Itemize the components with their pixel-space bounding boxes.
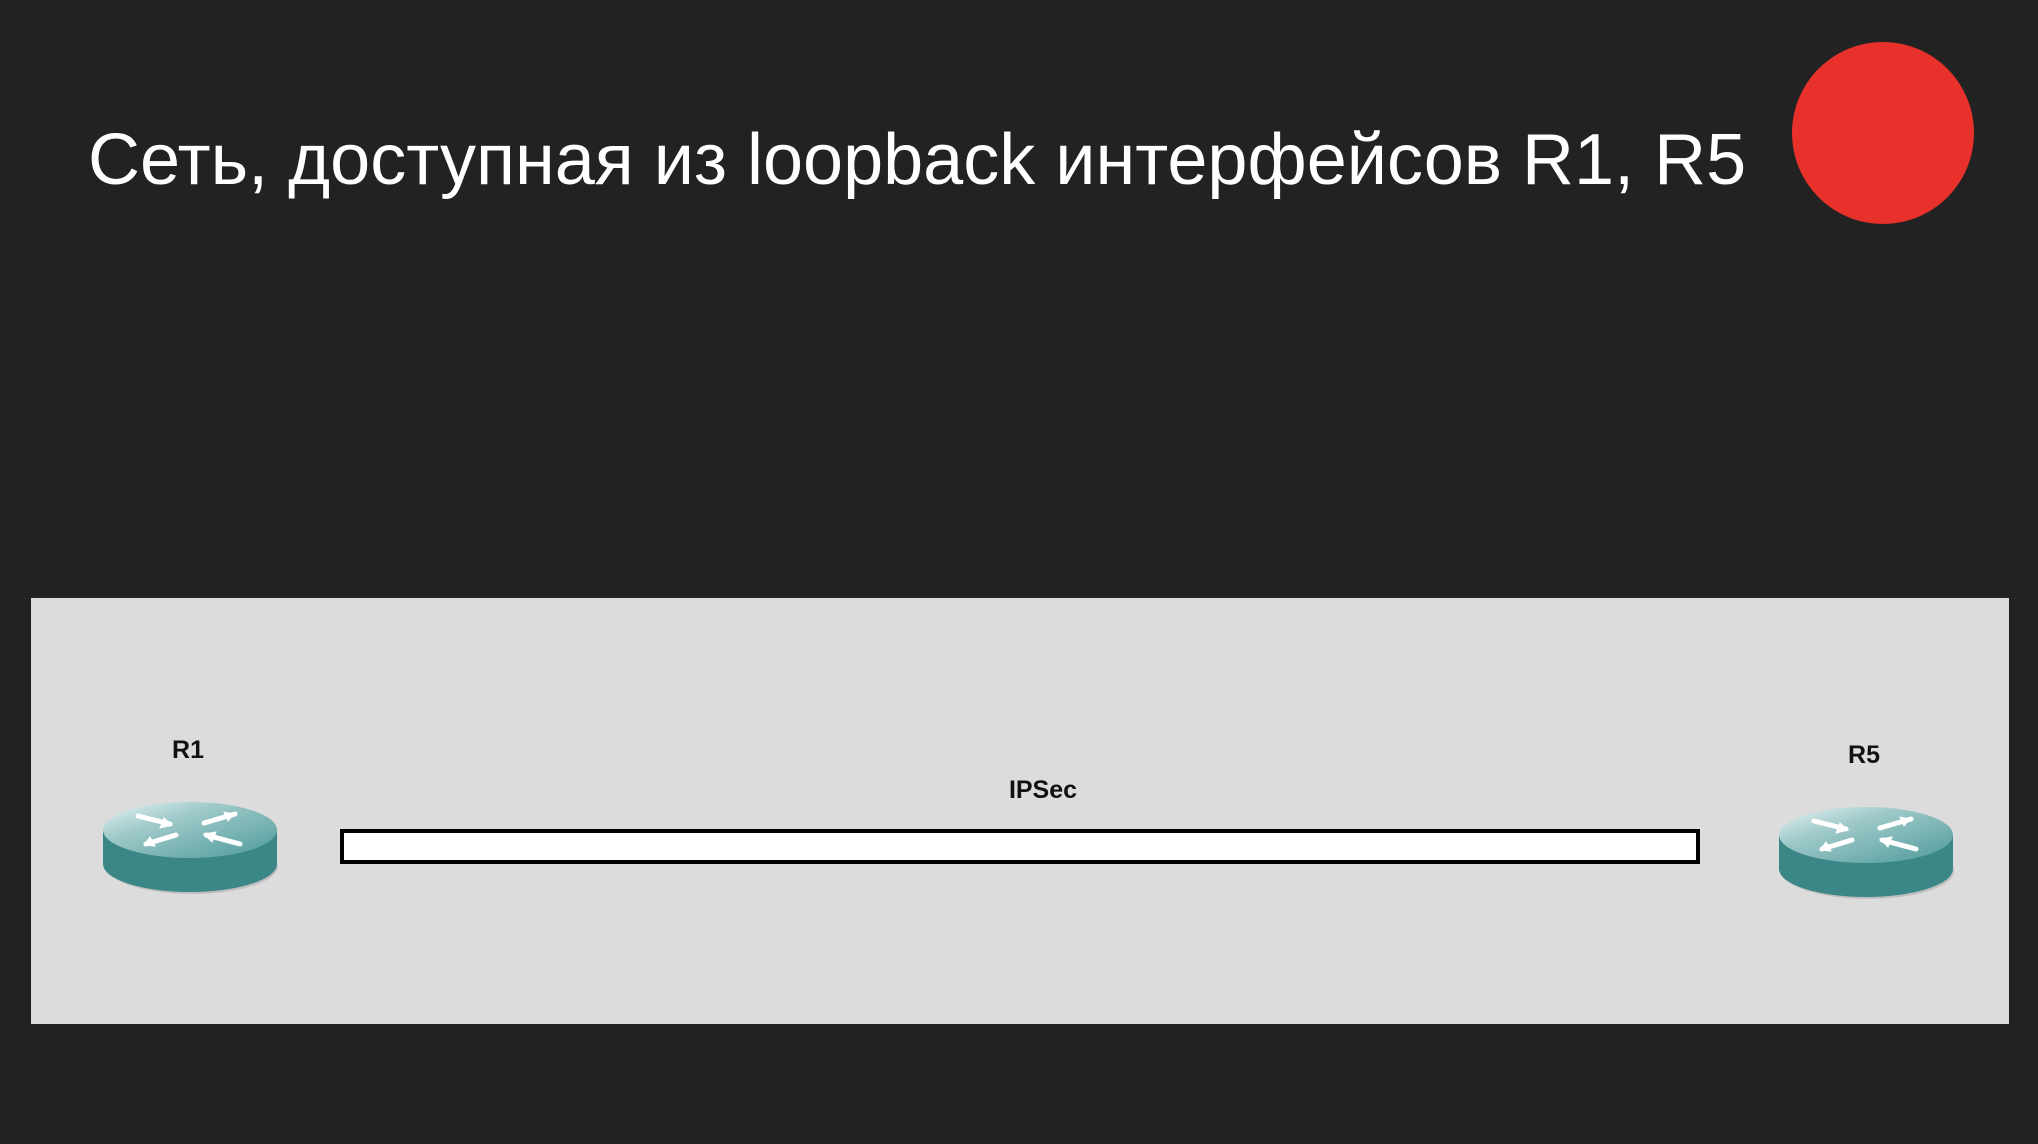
- router-icon: [1779, 807, 1954, 899]
- network-diagram: R1 IPSec: [31, 598, 2009, 1024]
- ipsec-tunnel-label: IPSec: [1008, 776, 1078, 804]
- slide-title: Сеть, доступная из loopback интерфейсов …: [88, 120, 1747, 200]
- router-r1-label: R1: [172, 736, 204, 764]
- router-icon: [103, 802, 278, 894]
- router-r5: [1776, 793, 1956, 913]
- router-r5-label: R5: [1848, 741, 1880, 769]
- router-r1: [100, 788, 280, 908]
- ipsec-tunnel: [340, 829, 1700, 864]
- red-circle-icon: [1792, 42, 1974, 224]
